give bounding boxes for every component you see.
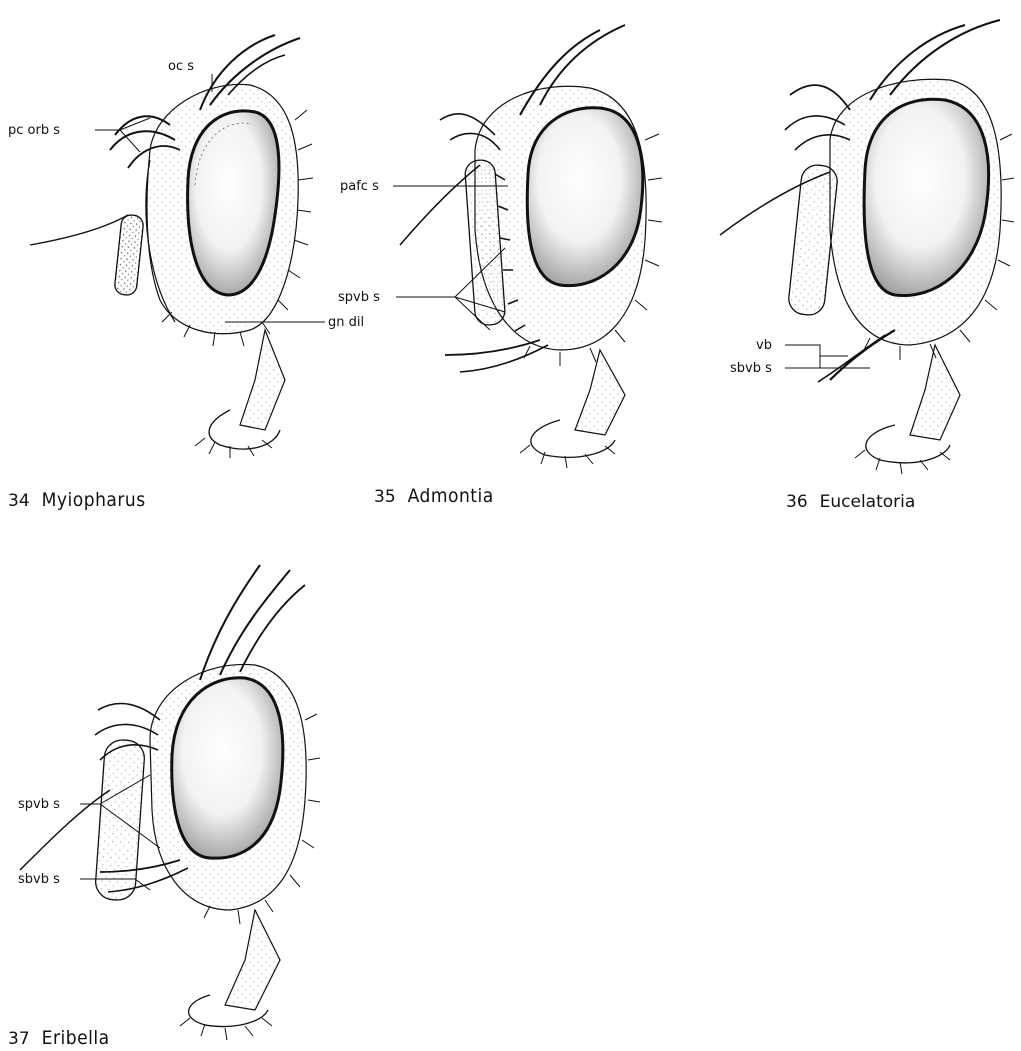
labels-eribella: spvb s sbvb s [18, 797, 60, 887]
label-gn-dil: gn dil [328, 315, 364, 330]
figure-number: 37 [8, 1029, 30, 1049]
label-spvb-s: spvb s [338, 290, 380, 305]
label-pc-orb-s: pc orb s [8, 123, 60, 138]
fly-head-eribella [20, 565, 320, 1040]
label-oc-s: oc s [168, 59, 194, 74]
genus-name: Myiopharus [42, 489, 146, 511]
fly-head-myiopharus [30, 35, 325, 458]
fly-head-admontia [393, 25, 662, 468]
fly-head-eucelatoria [720, 20, 1014, 474]
caption-37: 37 Eribella [8, 1027, 110, 1049]
labels-eucelatoria: vb sbvb s [730, 338, 772, 376]
caption-35: 35 Admontia [374, 485, 494, 507]
genus-name: Admontia [408, 485, 494, 507]
label-pafc-s: pafc s [340, 179, 379, 194]
genus-name: Eucelatoria [820, 492, 916, 512]
genus-name: Eribella [42, 1027, 110, 1049]
figure-number: 34 [8, 491, 30, 511]
figure-number: 35 [374, 487, 396, 507]
caption-34: 34 Myiopharus [8, 489, 146, 511]
label-spvb-s-37: spvb s [18, 797, 60, 812]
labels-admontia: pafc s spvb s [338, 179, 380, 305]
figure-number: 36 [786, 492, 808, 512]
label-sbvb-s: sbvb s [730, 361, 772, 376]
label-sbvb-s-37: sbvb s [18, 872, 60, 887]
label-vb: vb [756, 338, 772, 353]
caption-36: 36 Eucelatoria [786, 492, 915, 512]
